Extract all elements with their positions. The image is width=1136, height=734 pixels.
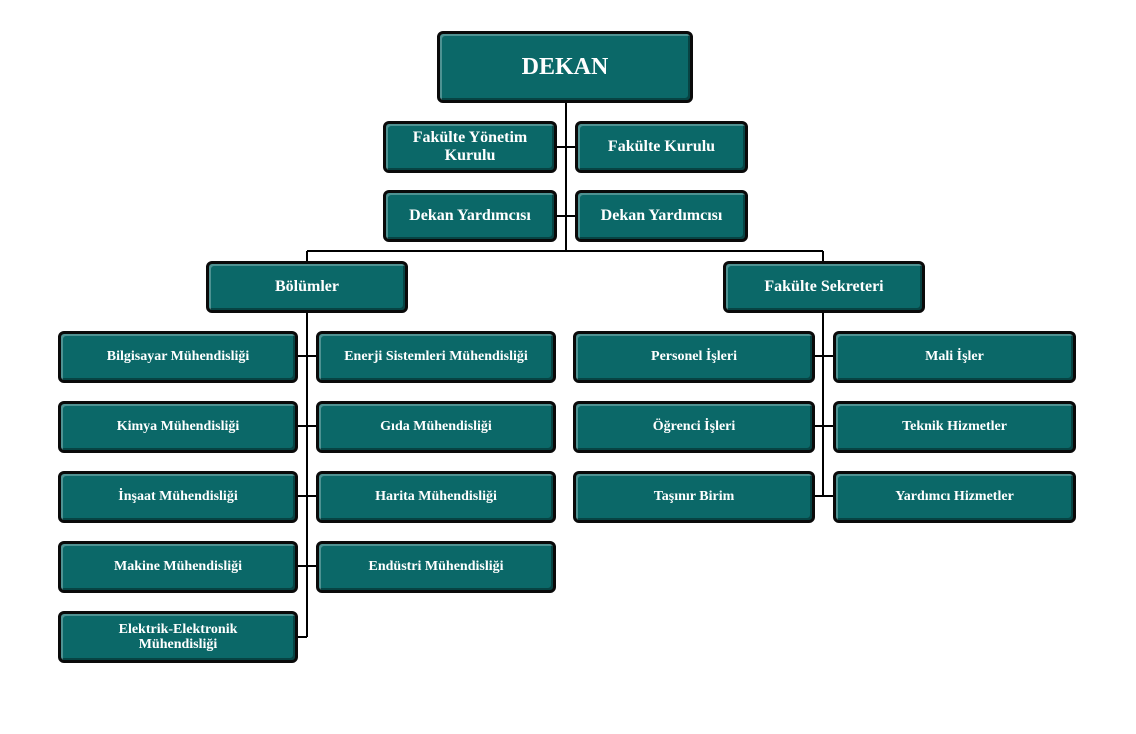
dekan-label: DEKAN [521,53,609,80]
bolumler-box: Bölümler [206,261,408,313]
department-box: Makine Mühendisliği [58,541,298,593]
department-box: Gıda Mühendisliği [316,401,556,453]
department-box: Endüstri Mühendisliği [316,541,556,593]
fakulte-kurulu-box: Fakülte Kurulu [575,121,748,173]
department-box: Enerji Sistemleri Mühendisliği [316,331,556,383]
department-box: Bilgisayar Mühendisliği [58,331,298,383]
department-label: Harita Mühendisliği [375,489,497,505]
secretariat-unit-label: Teknik Hizmetler [902,419,1007,435]
secretariat-unit-label: Personel İşleri [651,349,737,365]
secretariat-unit-box: Taşınır Birim [573,471,815,523]
department-label: Bilgisayar Mühendisliği [106,349,250,365]
secretariat-unit-label: Mali İşler [925,349,984,365]
bolumler-label: Bölümler [275,278,339,296]
department-label: Makine Mühendisliği [114,559,242,575]
dekan-yardimcisi-box-1: Dekan Yardımcısı [383,190,557,242]
secretariat-unit-box: Teknik Hizmetler [833,401,1076,453]
department-label: Endüstri Mühendisliği [368,559,504,575]
department-box: Elektrik-Elektronik Mühendisliği [58,611,298,663]
secretariat-unit-box: Yardımcı Hizmetler [833,471,1076,523]
dekan-yardimcisi-label-2: Dekan Yardımcısı [600,207,723,225]
department-label: Elektrik-Elektronik Mühendisliği [118,621,238,652]
fakulte-sekreteri-box: Fakülte Sekreteri [723,261,925,313]
department-label: Enerji Sistemleri Mühendisliği [344,349,528,365]
secretariat-unit-box: Mali İşler [833,331,1076,383]
secretariat-unit-box: Öğrenci İşleri [573,401,815,453]
secretariat-unit-label: Taşınır Birim [653,489,735,505]
department-label: Kimya Mühendisliği [116,419,240,435]
department-box: Harita Mühendisliği [316,471,556,523]
department-label: Gıda Mühendisliği [380,419,492,435]
fakulte-yonetim-kurulu-box: Fakülte Yönetim Kurulu [383,121,557,173]
secretariat-unit-label: Yardımcı Hizmetler [895,489,1014,505]
fakulte-yonetim-kurulu-label: Fakülte Yönetim Kurulu [412,129,528,164]
department-label: İnşaat Mühendisliği [118,489,238,505]
dekan-yardimcisi-label-1: Dekan Yardımcısı [409,207,531,225]
fakulte-sekreteri-label: Fakülte Sekreteri [764,278,884,296]
dekan-box: DEKAN [437,31,693,103]
department-box: İnşaat Mühendisliği [58,471,298,523]
secretariat-unit-box: Personel İşleri [573,331,815,383]
dekan-yardimcisi-box-2: Dekan Yardımcısı [575,190,748,242]
fakulte-kurulu-label: Fakülte Kurulu [607,138,716,156]
secretariat-unit-label: Öğrenci İşleri [652,419,736,435]
department-box: Kimya Mühendisliği [58,401,298,453]
